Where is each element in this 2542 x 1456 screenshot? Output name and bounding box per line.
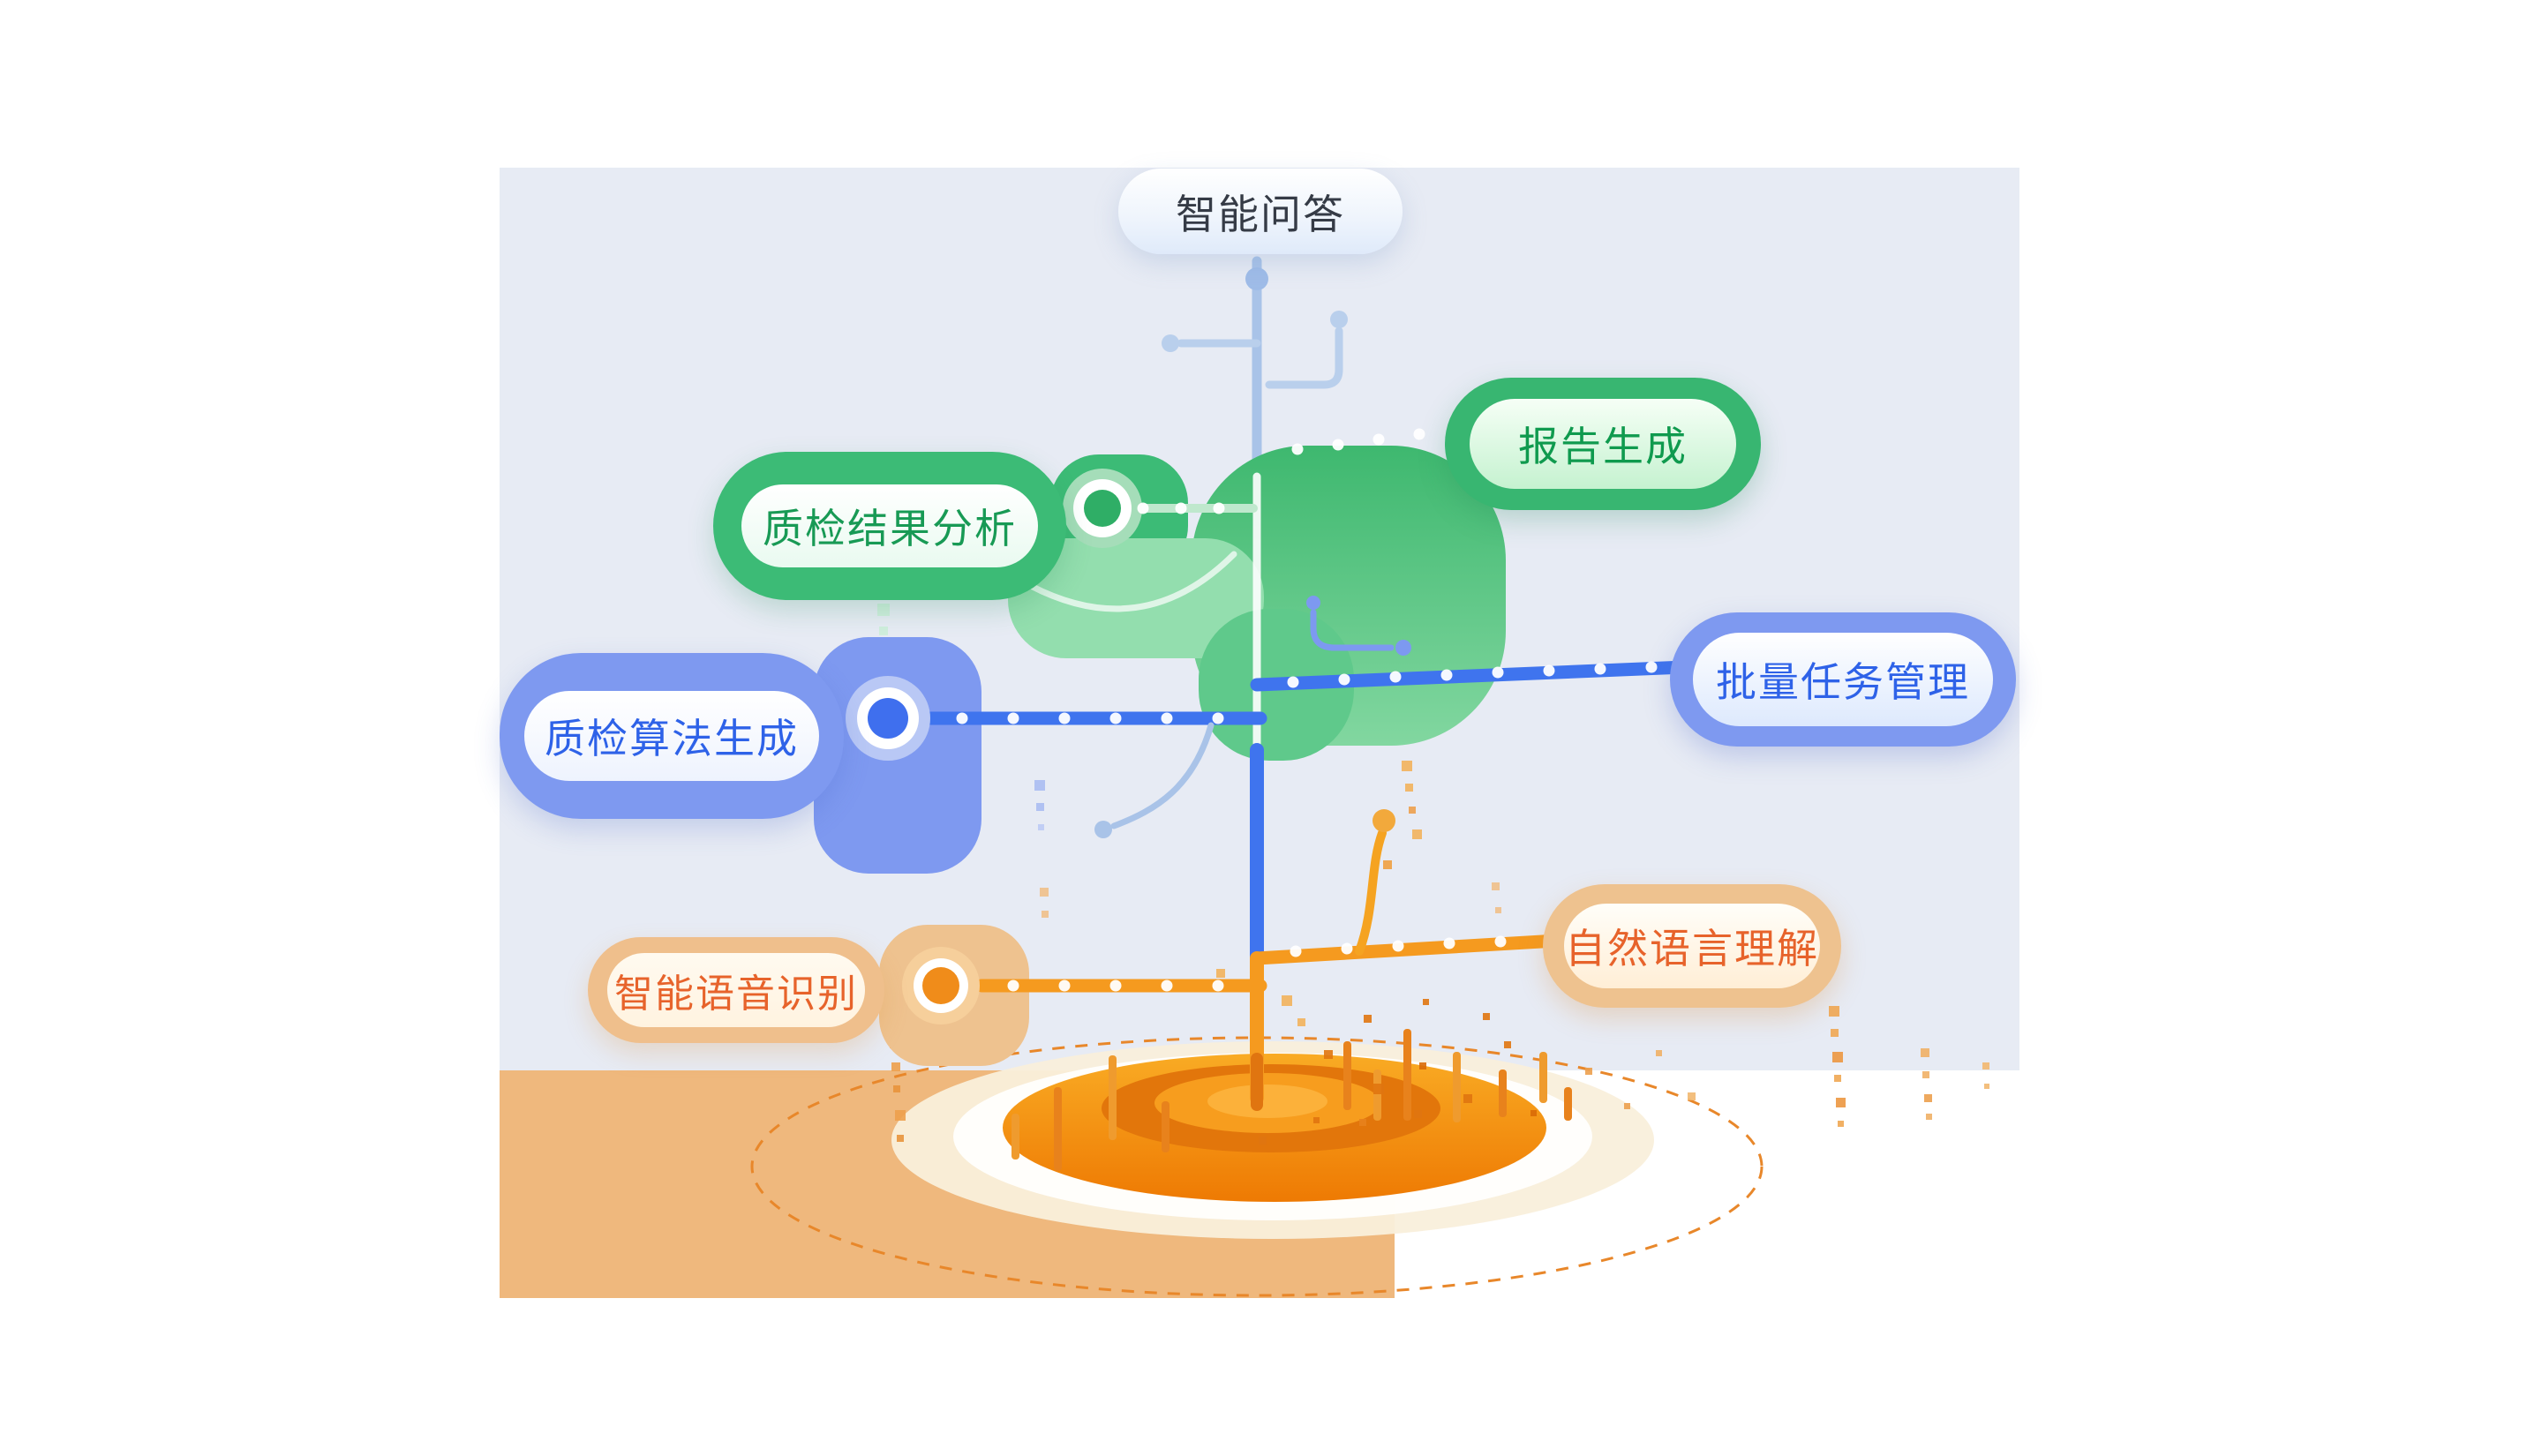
node-report-outer: 报告生成 — [1445, 378, 1761, 510]
qc-result-target-icon — [1063, 469, 1142, 548]
top-circuit — [1162, 256, 1348, 499]
dashed-orbit-ellipse — [750, 1036, 1764, 1297]
node-batch: 批量任务管理 — [1693, 633, 1993, 726]
node-batch-outer: 批量任务管理 — [1670, 612, 2016, 747]
ground-sticks — [1012, 1029, 1572, 1171]
node-qc-algo-outer: 质检算法生成 — [500, 653, 844, 819]
branch-batch — [1250, 660, 1691, 692]
node-report: 报告生成 — [1470, 399, 1736, 489]
node-nlu-label: 自然语言理解 — [1565, 926, 1819, 972]
node-nlu-outer: 自然语言理解 — [1543, 884, 1841, 1008]
branch-nlu — [1250, 932, 1594, 965]
node-report-label: 报告生成 — [1518, 424, 1688, 469]
node-qc-result: 质检结果分析 — [741, 484, 1038, 567]
canopy-highlight — [1027, 551, 1237, 612]
node-nlu: 自然语言理解 — [1564, 904, 1820, 988]
node-qc-algo-label: 质检算法生成 — [545, 716, 799, 762]
node-qc-algo: 质检算法生成 — [524, 691, 819, 781]
node-asr-label: 智能语音识别 — [614, 972, 858, 1016]
blue-branches — [921, 596, 1691, 971]
asr-target-icon — [902, 947, 980, 1024]
qc-algo-target-icon — [846, 676, 930, 761]
node-asr-outer: 智能语音识别 — [588, 937, 884, 1043]
node-qc-result-label: 质检结果分析 — [763, 506, 1017, 552]
node-qa-label: 智能问答 — [1176, 191, 1345, 237]
node-asr: 智能语音识别 — [607, 953, 865, 1027]
branch-white-dots — [956, 420, 1658, 992]
node-batch-label: 批量任务管理 — [1716, 659, 1970, 705]
node-qc-result-outer: 质检结果分析 — [713, 452, 1066, 600]
node-qa: 智能问答 — [1118, 169, 1403, 254]
